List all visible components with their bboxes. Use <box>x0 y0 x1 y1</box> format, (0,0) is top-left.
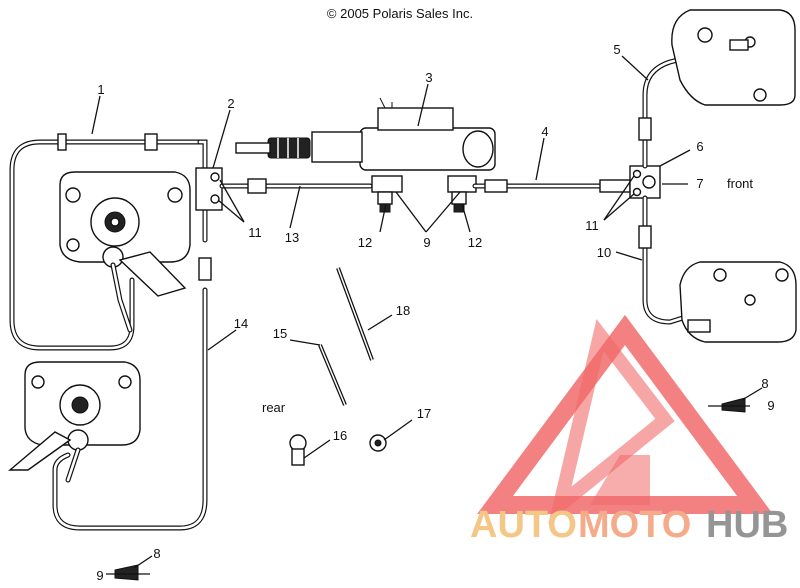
watermark-auto: AUTO <box>470 504 577 546</box>
callout-4: 4 <box>541 124 548 139</box>
callout-13: 13 <box>285 230 299 245</box>
callout-11-left: 11 <box>248 225 262 240</box>
rear-brake-hose-14 <box>52 257 212 531</box>
callout-9-center: 9 <box>423 235 430 250</box>
callout-12-right: 12 <box>468 235 482 250</box>
callout-10: 10 <box>597 245 611 260</box>
callout-11-right: 11 <box>585 218 599 233</box>
rear-caliper-lower <box>8 361 141 483</box>
watermark-hub: HUB <box>706 504 788 546</box>
label-rear: rear <box>262 400 286 415</box>
front-junction-block <box>629 42 743 325</box>
callout-17: 17 <box>417 406 431 421</box>
front-caliper-lower <box>679 261 797 343</box>
clamp-17 <box>369 434 387 452</box>
copyright-text: © 2005 Polaris Sales Inc. <box>327 6 473 21</box>
front-caliper-upper <box>671 9 796 106</box>
callout-8-bottom: 8 <box>153 546 160 561</box>
bleeder-screw-8-9-bottom <box>106 564 150 581</box>
brake-line-4 <box>472 179 631 193</box>
bleeder-screw-8-9-right <box>708 397 750 413</box>
brake-line-13 <box>219 178 373 194</box>
banjo-bolt-12-right <box>451 191 467 213</box>
tee-block-2 <box>195 139 223 243</box>
callout-14: 14 <box>234 316 248 331</box>
clamp-16 <box>289 434 307 466</box>
callout-5: 5 <box>613 42 620 57</box>
callout-3: 3 <box>425 70 432 85</box>
callout-18: 18 <box>396 303 410 318</box>
cable-tie-18 <box>336 267 374 361</box>
callout-12-left: 12 <box>358 235 372 250</box>
watermark-logo: AUTO MOTO HUB <box>470 314 788 546</box>
master-cylinder-3 <box>235 97 496 193</box>
watermark-triangle-icon <box>477 314 773 524</box>
label-front: front <box>727 176 753 191</box>
rear-caliper-upper <box>59 171 191 333</box>
boot-bellows <box>267 137 311 159</box>
rear-brake-line-1 <box>9 133 203 351</box>
callout-9-bottom: 9 <box>96 568 103 583</box>
clip-15 <box>318 344 347 406</box>
watermark-moto: MOTO <box>578 504 691 546</box>
callout-9-right: 9 <box>767 398 774 413</box>
callout-numbers: 1 2 3 4 5 6 7 8 8 9 9 9 10 11 11 12 12 1… <box>96 42 774 583</box>
callout-6: 6 <box>696 139 703 154</box>
callout-15: 15 <box>273 326 287 341</box>
callout-8-right: 8 <box>761 376 768 391</box>
callout-2: 2 <box>227 96 234 111</box>
callout-1: 1 <box>97 82 104 97</box>
leader-lines <box>91 55 763 569</box>
callout-16: 16 <box>333 428 347 443</box>
callout-7: 7 <box>696 176 703 191</box>
